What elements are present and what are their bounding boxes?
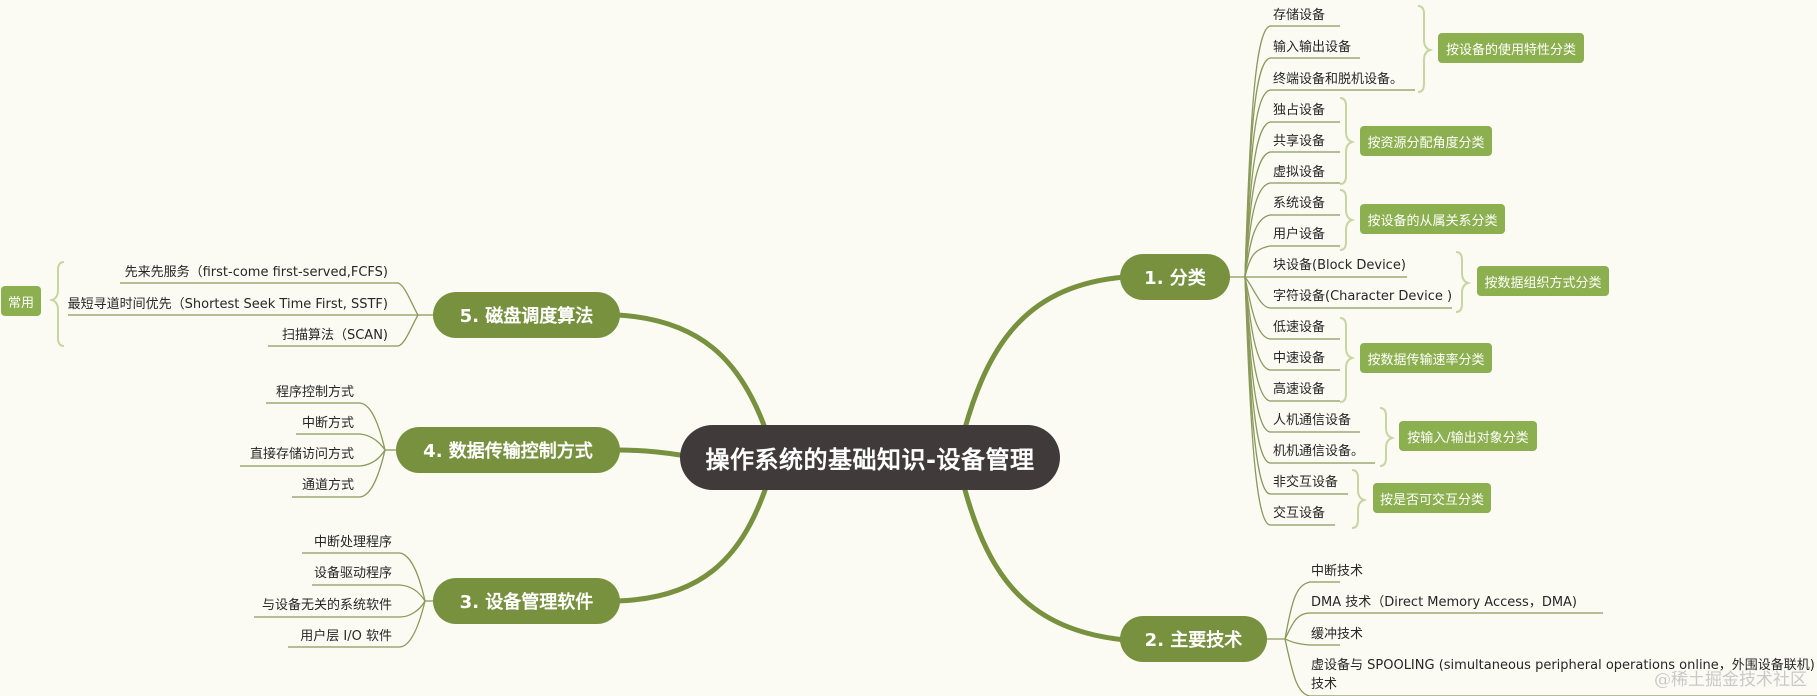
leaf-software-layer[interactable]: 中断处理程序 <box>313 535 392 550</box>
leaf-software-layer[interactable]: 用户层 I/O 软件 <box>300 629 392 644</box>
tag-common[interactable]: 常用 <box>1 286 41 316</box>
leaf-classification[interactable]: 终端设备和脱机设备。 <box>1273 72 1404 87</box>
branch-techniques[interactable]: 2. 主要技术 <box>1120 616 1267 662</box>
tag-ownership[interactable]: 按设备的从属关系分类 <box>1360 204 1505 234</box>
leaf-disk-algorithm[interactable]: 最短寻道时间优先（Shortest Seek Time First, SSTF) <box>67 297 388 312</box>
leaf-classification[interactable]: 虚拟设备 <box>1273 165 1326 180</box>
branch-techniques-label: 2. 主要技术 <box>1144 630 1243 651</box>
leaf-classification[interactable]: 输入输出设备 <box>1273 40 1352 55</box>
branch-transfer[interactable]: 4. 数据传输控制方式 <box>396 427 620 473</box>
leaf-software-layer[interactable]: 设备驱动程序 <box>313 566 392 581</box>
leaf-technique[interactable]: 缓冲技术 <box>1311 627 1364 642</box>
root-topic[interactable]: 操作系统的基础知识-设备管理 <box>680 425 1060 490</box>
leaf-transfer-mode[interactable]: 中断方式 <box>301 416 354 431</box>
leaf-transfer-mode[interactable]: 通道方式 <box>301 478 354 493</box>
leaf-disk-algorithm[interactable]: 先来先服务（first-come first-served,FCFS) <box>124 265 388 280</box>
leaf-classification[interactable]: 共享设备 <box>1273 134 1326 149</box>
leaf-technique[interactable]: 虚设备与 SPOOLING (simultaneous peripheral o… <box>1311 658 1815 673</box>
root-topic-label: 操作系统的基础知识-设备管理 <box>705 446 1035 474</box>
leaf-transfer-mode[interactable]: 程序控制方式 <box>275 385 354 400</box>
leaf-technique-continuation[interactable]: 技术 <box>1311 677 1338 692</box>
tag-interactive[interactable]: 按是否可交互分类 <box>1373 483 1491 513</box>
leaf-classification[interactable]: 非交互设备 <box>1273 475 1339 490</box>
branch-classification-label: 1. 分类 <box>1144 268 1206 289</box>
leaf-disk-algorithm[interactable]: 扫描算法（SCAN) <box>281 328 388 343</box>
tag-io-target[interactable]: 按输入/输出对象分类 <box>1399 421 1537 451</box>
branch-disk[interactable]: 5. 磁盘调度算法 <box>433 292 620 338</box>
leaf-classification[interactable]: 独占设备 <box>1273 103 1326 118</box>
watermark: @稀土掘金技术社区 <box>1654 670 1807 690</box>
branch-disk-label: 5. 磁盘调度算法 <box>459 306 594 327</box>
leaf-classification[interactable]: 交互设备 <box>1273 506 1326 521</box>
tag-usage-characteristics[interactable]: 按设备的使用特性分类 <box>1438 33 1584 63</box>
leaf-technique[interactable]: DMA 技术（Direct Memory Access，DMA) <box>1311 595 1578 610</box>
tag-resource-allocation[interactable]: 按资源分配角度分类 <box>1360 126 1492 156</box>
leaf-classification[interactable]: 系统设备 <box>1273 196 1326 211</box>
leaf-classification[interactable]: 高速设备 <box>1273 382 1326 397</box>
leaf-classification[interactable]: 中速设备 <box>1273 351 1326 366</box>
leaf-transfer-mode[interactable]: 直接存储访问方式 <box>249 447 354 462</box>
leaf-technique[interactable]: 中断技术 <box>1311 564 1364 579</box>
leaf-classification[interactable]: 机机通信设备。 <box>1273 444 1365 459</box>
leaf-classification[interactable]: 字符设备(Character Device ) <box>1273 289 1453 304</box>
leaf-software-layer[interactable]: 与设备无关的系统软件 <box>261 598 392 613</box>
leaf-classification[interactable]: 存储设备 <box>1273 8 1326 23</box>
branch-software[interactable]: 3. 设备管理软件 <box>433 578 620 624</box>
leaf-classification[interactable]: 人机通信设备 <box>1273 413 1352 428</box>
branch-transfer-label: 4. 数据传输控制方式 <box>423 441 593 462</box>
branch-classification[interactable]: 1. 分类 <box>1120 254 1230 300</box>
leaf-classification[interactable]: 用户设备 <box>1273 227 1326 242</box>
tag-data-organization[interactable]: 按数据组织方式分类 <box>1477 266 1609 296</box>
leaf-classification[interactable]: 低速设备 <box>1273 320 1326 335</box>
leaf-classification[interactable]: 块设备(Block Device) <box>1273 258 1406 273</box>
tag-transfer-rate[interactable]: 按数据传输速率分类 <box>1360 343 1492 373</box>
branch-software-label: 3. 设备管理软件 <box>459 592 594 613</box>
